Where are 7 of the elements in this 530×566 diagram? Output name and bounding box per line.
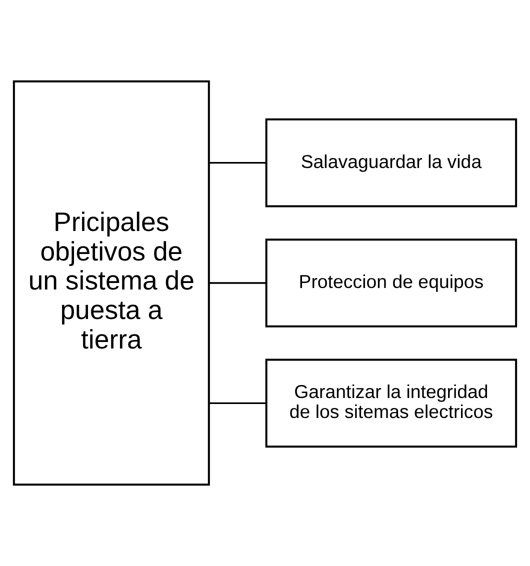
node-box: Proteccion de equipos (265, 238, 518, 328)
node-box: Salavaguardar la vida (265, 118, 518, 208)
connector (209, 282, 266, 284)
connector (209, 162, 266, 164)
node-box: Pricipales objetivos de un sistema de puesta a tierra (12, 80, 210, 486)
connector (209, 402, 266, 404)
node-box: Garantizar la integridad de los sitemas electricos (265, 358, 518, 448)
